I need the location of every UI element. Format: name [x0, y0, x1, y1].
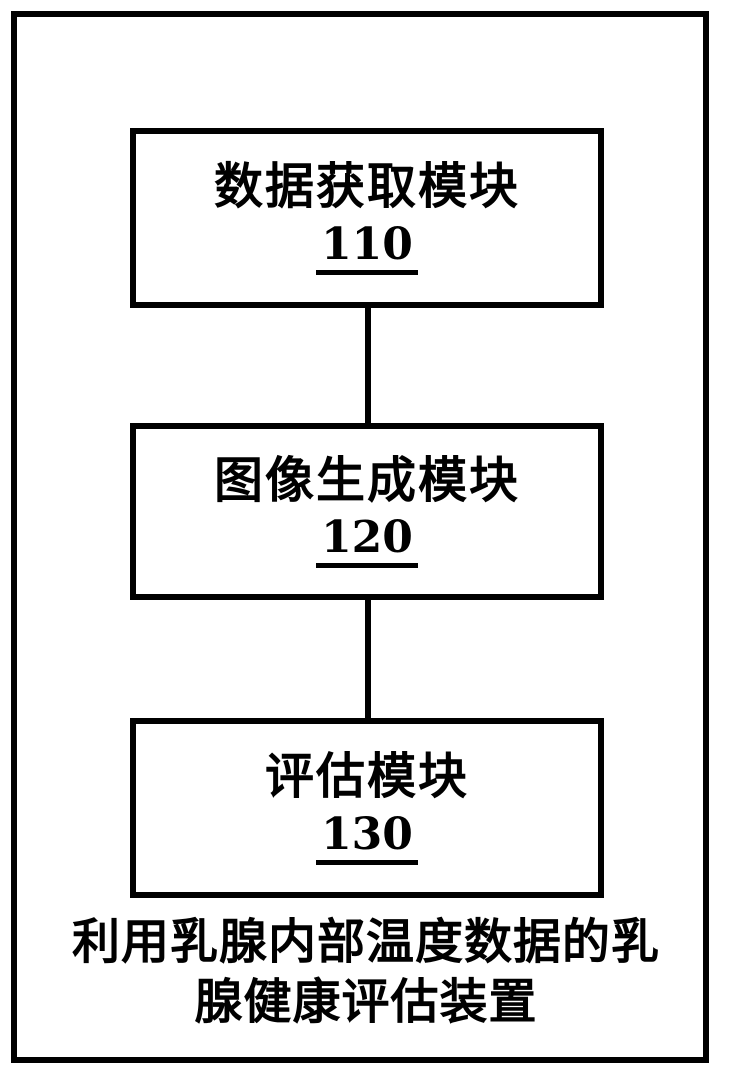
module-box-evaluation: 评估模块 130 [130, 718, 604, 898]
module-box-image-generation: 图像生成模块 120 [130, 423, 604, 600]
outer-frame [11, 11, 709, 1063]
module-label-evaluation: 评估模块 [264, 747, 469, 806]
module-number-120: 120 [316, 516, 418, 569]
module-box-data-acquisition: 数据获取模块 110 [130, 128, 604, 308]
module-label-image-generation: 图像生成模块 [213, 450, 520, 509]
figure-caption: 利用乳腺内部温度数据的乳腺健康评估装置 [71, 914, 660, 1030]
module-number-130: 130 [316, 812, 418, 865]
module-label-data-acquisition: 数据获取模块 [213, 157, 520, 216]
connector-line-2 [365, 597, 371, 720]
connector-line-1 [365, 305, 371, 425]
module-number-110: 110 [316, 222, 418, 275]
